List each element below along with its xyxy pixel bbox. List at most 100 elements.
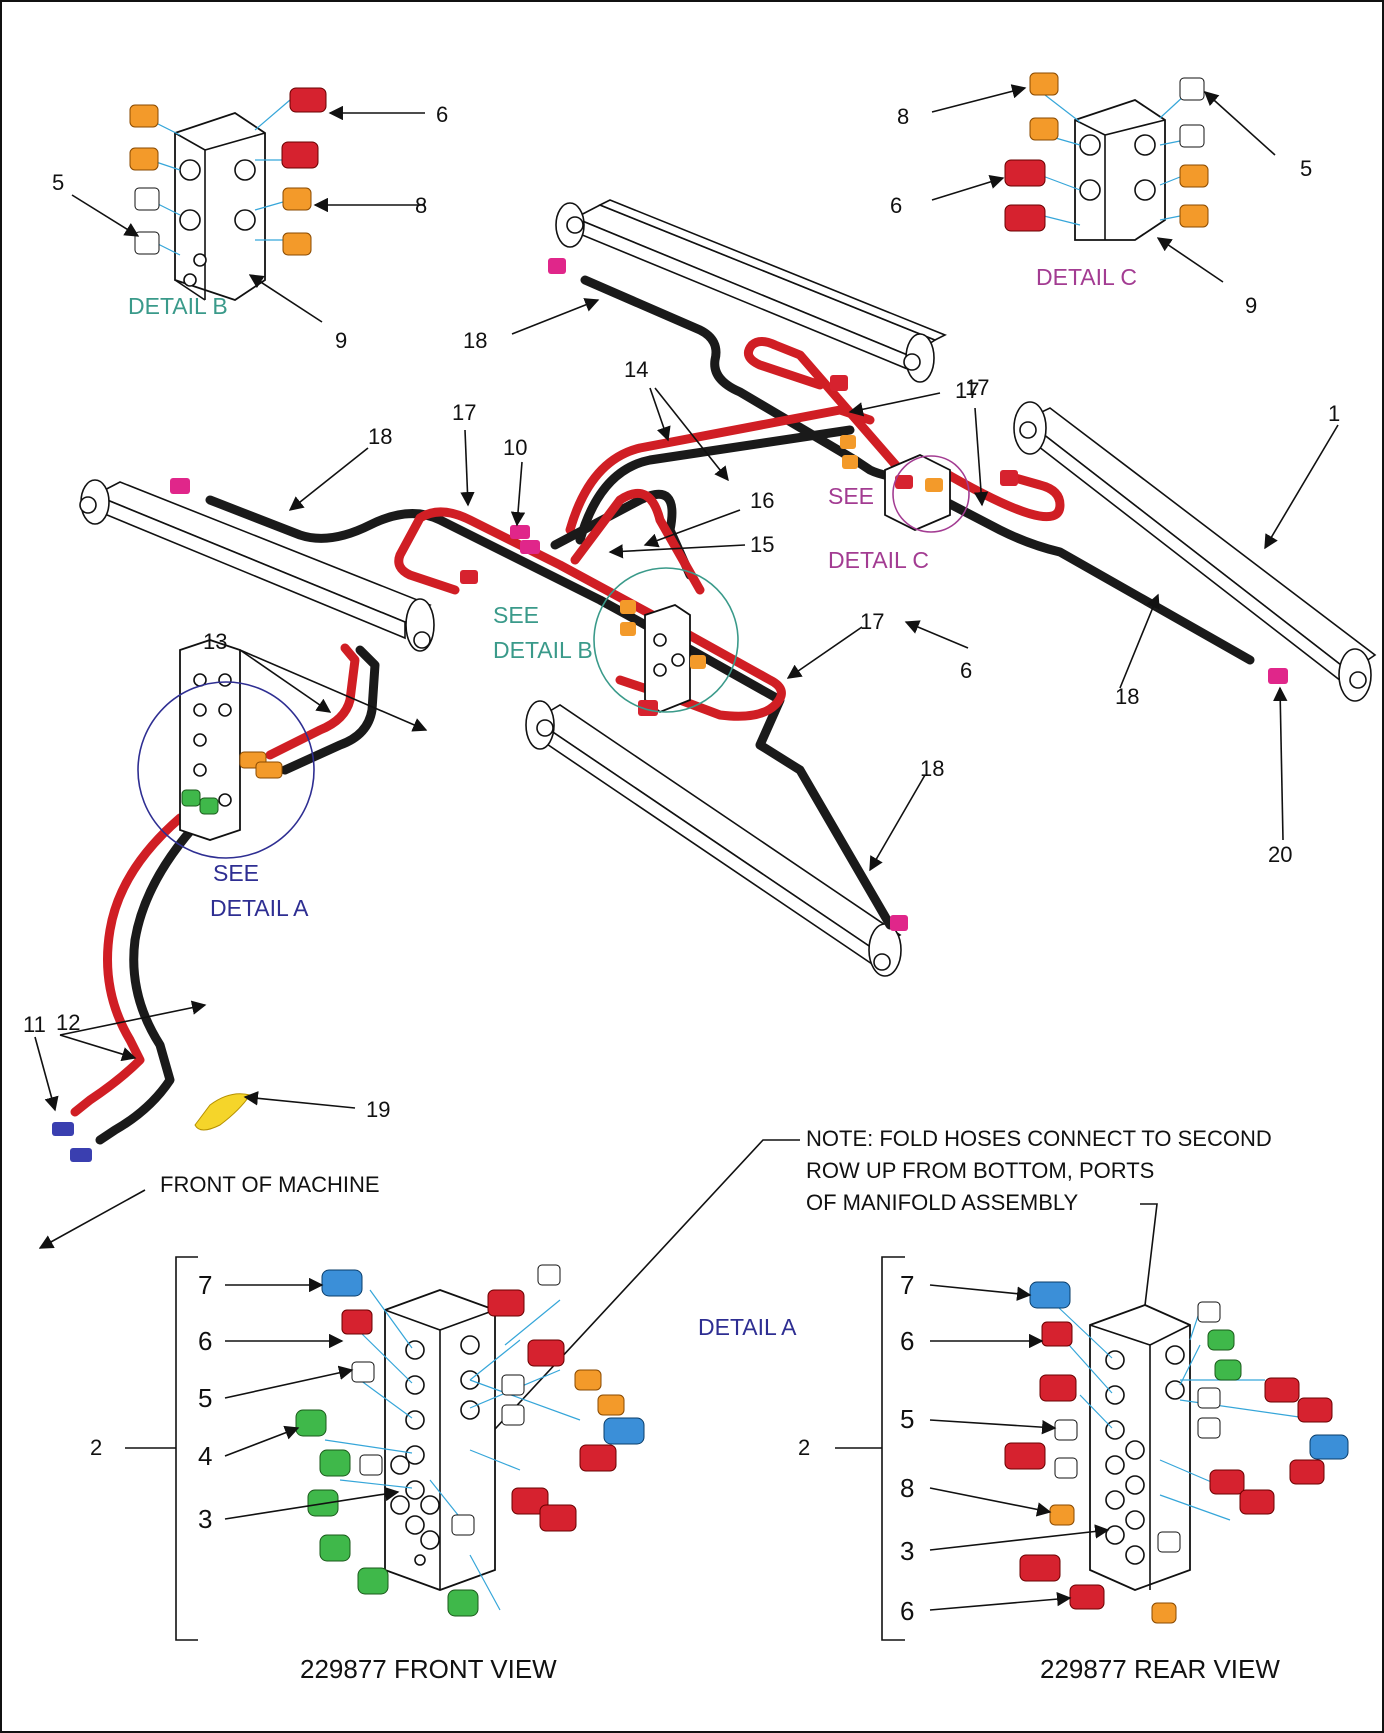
fitting-magenta-icon	[548, 258, 566, 274]
manifold-block-a	[179, 639, 283, 841]
manifold-block-c	[884, 454, 951, 531]
fitting-green-icon	[319, 1449, 351, 1477]
fitting-green-icon	[1207, 1329, 1235, 1351]
fitting-red-icon	[1000, 470, 1018, 486]
front-view: 2	[90, 1256, 645, 1684]
see-detail-a-line1: SEE	[213, 860, 259, 886]
fitting-magenta-icon	[520, 540, 540, 554]
callout-5: 5	[198, 1383, 212, 1413]
detail-c-title: DETAIL C	[1036, 264, 1137, 290]
front-view-caption: 229877 FRONT VIEW	[300, 1654, 557, 1684]
callout-6: 6	[198, 1326, 212, 1356]
fitting-blue-elbow-icon	[321, 1269, 363, 1297]
detail-c-block	[1074, 99, 1166, 241]
callout-3: 3	[900, 1536, 914, 1566]
detail-a-circle	[137, 681, 315, 859]
callout-9: 9	[335, 328, 347, 353]
detail-c-circle	[892, 455, 970, 533]
fitting-red-elbow-icon	[1004, 204, 1046, 232]
fitting-red-elbow-icon	[539, 1504, 577, 1532]
callout-7: 7	[198, 1270, 212, 1300]
callout-5: 5	[52, 170, 64, 195]
fitting-red-elbow-icon	[1041, 1321, 1073, 1347]
fitting-red-elbow-icon	[1039, 1374, 1077, 1402]
plug-icon	[1157, 1531, 1181, 1553]
plug-icon	[501, 1374, 525, 1396]
rear-view-caption: 229877 REAR VIEW	[1040, 1654, 1280, 1684]
plug-icon	[1197, 1387, 1221, 1409]
fitting-red-elbow-icon	[1239, 1489, 1275, 1515]
plug-icon	[134, 187, 160, 211]
fitting-red-elbow-icon	[341, 1309, 373, 1335]
callout-6: 6	[900, 1326, 914, 1356]
fitting-red-elbow-icon	[511, 1487, 549, 1515]
front-of-machine-label: FRONT OF MACHINE	[160, 1172, 380, 1197]
cylinder-left	[79, 479, 435, 652]
callout-17: 17	[955, 378, 979, 403]
fitting-magenta-icon	[510, 525, 530, 539]
detail-b: 6 5 8 9 DETAIL B	[52, 87, 448, 353]
plug-icon	[501, 1404, 525, 1426]
see-detail-b-line1: SEE	[493, 602, 539, 628]
fitting-red-elbow-icon	[1004, 1442, 1046, 1470]
callout-14: 14	[624, 357, 648, 382]
callout-8: 8	[415, 193, 427, 218]
fitting-orange-icon	[282, 187, 312, 211]
fitting-red-elbow-icon	[1004, 159, 1046, 187]
fitting-red-elbow-icon	[1297, 1397, 1333, 1423]
plug-icon	[134, 231, 160, 255]
callout-1: 1	[1328, 401, 1340, 426]
fitting-orange-icon	[129, 147, 159, 171]
rear-view: 2	[798, 1256, 1349, 1684]
callout-15: 15	[750, 532, 774, 557]
hoses	[70, 275, 1255, 1145]
fitting-red-elbow-icon	[1209, 1469, 1245, 1495]
callout-19: 19	[366, 1097, 390, 1122]
fitting-green-icon	[447, 1589, 479, 1617]
fitting-orange-icon	[840, 435, 856, 449]
fitting-red-elbow-icon	[1069, 1584, 1105, 1610]
manifold-block-b	[644, 604, 691, 714]
fitting-orange-icon	[1179, 204, 1209, 228]
fitting-orange-icon	[690, 655, 706, 669]
fitting-orange-icon	[129, 104, 159, 128]
see-detail-b-line2: DETAIL B	[493, 637, 593, 663]
fitting-blue-elbow-icon	[603, 1417, 645, 1445]
plug-icon	[451, 1514, 475, 1536]
callout-18: 18	[1115, 684, 1139, 709]
leaders-main	[34, 298, 1339, 1112]
fitting-orange-icon	[620, 600, 636, 614]
fitting-orange-icon	[842, 455, 858, 469]
fitting-red-elbow-icon	[1019, 1554, 1061, 1582]
fitting-red-icon	[638, 700, 658, 716]
fitting-orange-icon	[1151, 1602, 1177, 1624]
callout-12: 12	[56, 1010, 80, 1035]
plug-icon	[1179, 77, 1205, 101]
callout-9: 9	[1245, 293, 1257, 318]
hose-wrap-icon	[194, 1093, 251, 1131]
callout-13: 13	[203, 629, 227, 654]
fitting-green-icon	[295, 1409, 327, 1437]
fitting-green-icon	[1214, 1359, 1242, 1381]
callout-8: 8	[900, 1473, 914, 1503]
cylinder-top	[555, 199, 947, 383]
callout-3: 3	[198, 1504, 212, 1534]
callout-2: 2	[798, 1435, 810, 1460]
fitting-red-elbow-icon	[527, 1339, 565, 1367]
callout-6: 6	[960, 658, 972, 683]
callout-16: 16	[750, 488, 774, 513]
callout-17: 17	[860, 609, 884, 634]
fitting-red-elbow-icon	[1264, 1377, 1300, 1403]
callout-10: 10	[503, 435, 527, 460]
fitting-orange-icon	[1179, 164, 1209, 188]
rear-ports	[1105, 1345, 1185, 1565]
callout-5: 5	[900, 1404, 914, 1434]
quick-coupler-icon	[70, 1148, 92, 1162]
fitting-red-elbow-icon	[1289, 1459, 1325, 1485]
fitting-orange-icon	[282, 232, 312, 256]
cylinder-right	[1013, 401, 1377, 702]
callout-20: 20	[1268, 842, 1292, 867]
note-line3: OF MANIFOLD ASSEMBLY	[806, 1190, 1079, 1215]
detail-c: 8 5 6 9 DETAIL C	[890, 72, 1312, 318]
